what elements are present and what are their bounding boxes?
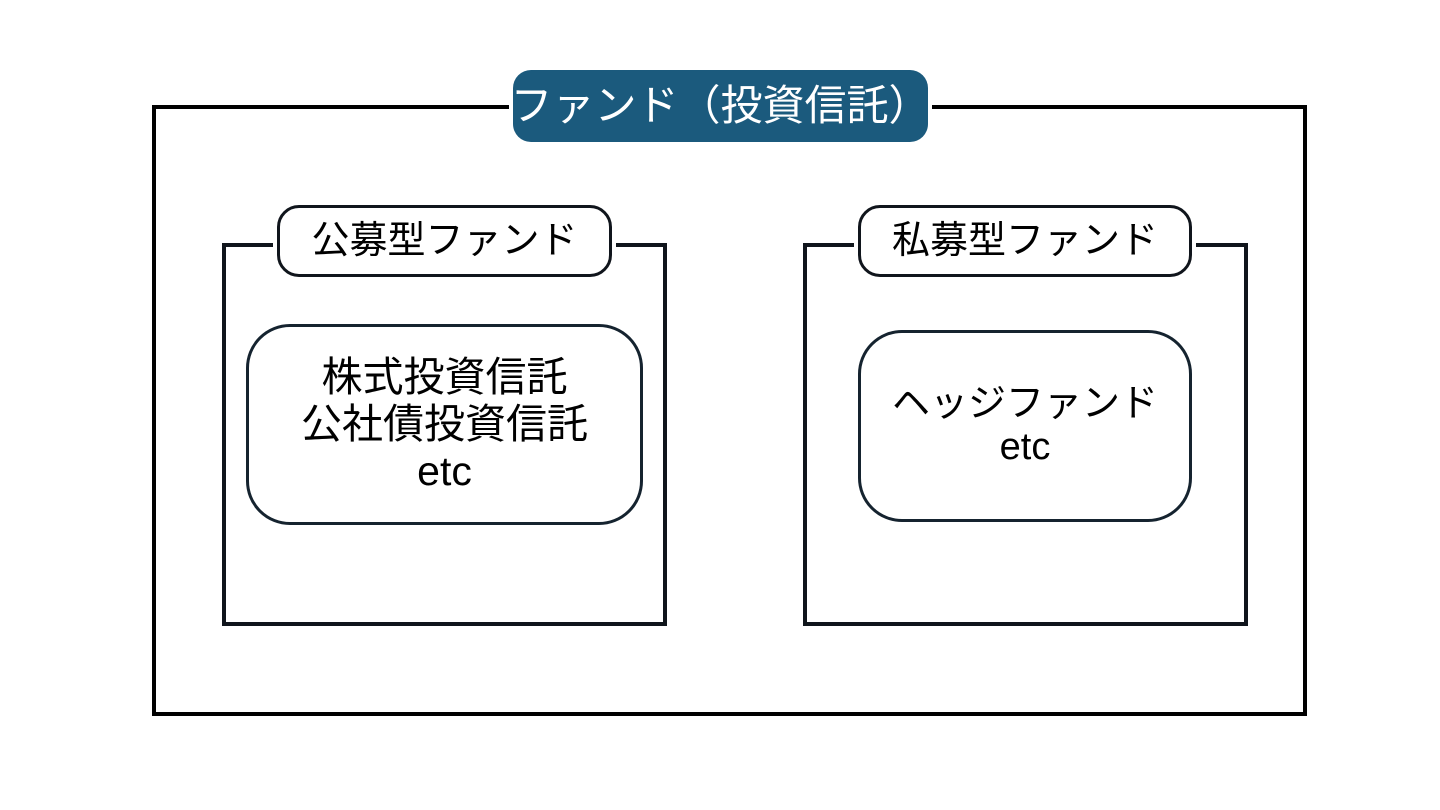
content-box-private-placement-fund: ヘッジファンド etc [858,330,1192,522]
content-box-public-offering-fund: 株式投資信託 公社債投資信託 etc [246,324,643,525]
content-line-bond-investment-trust: 公社債投資信託 [301,401,588,448]
group-label-public-offering-fund: 公募型ファンド [277,205,612,277]
group-label-private-placement-fund: 私募型ファンド [858,205,1192,277]
fund-title-banner: ファンド（投資信託） [510,70,931,142]
fund-title-label: ファンド（投資信託） [510,82,931,129]
content-line-equity-investment-trust: 株式投資信託 [321,354,568,401]
content-line-hedge-fund: ヘッジファンド [891,382,1158,425]
content-line-etc-left: etc [417,447,472,494]
group-label-text-public-offering-fund: 公募型ファンド [311,220,578,262]
group-label-text-private-placement-fund: 私募型ファンド [891,220,1158,262]
content-line-etc-right: etc [999,426,1051,468]
